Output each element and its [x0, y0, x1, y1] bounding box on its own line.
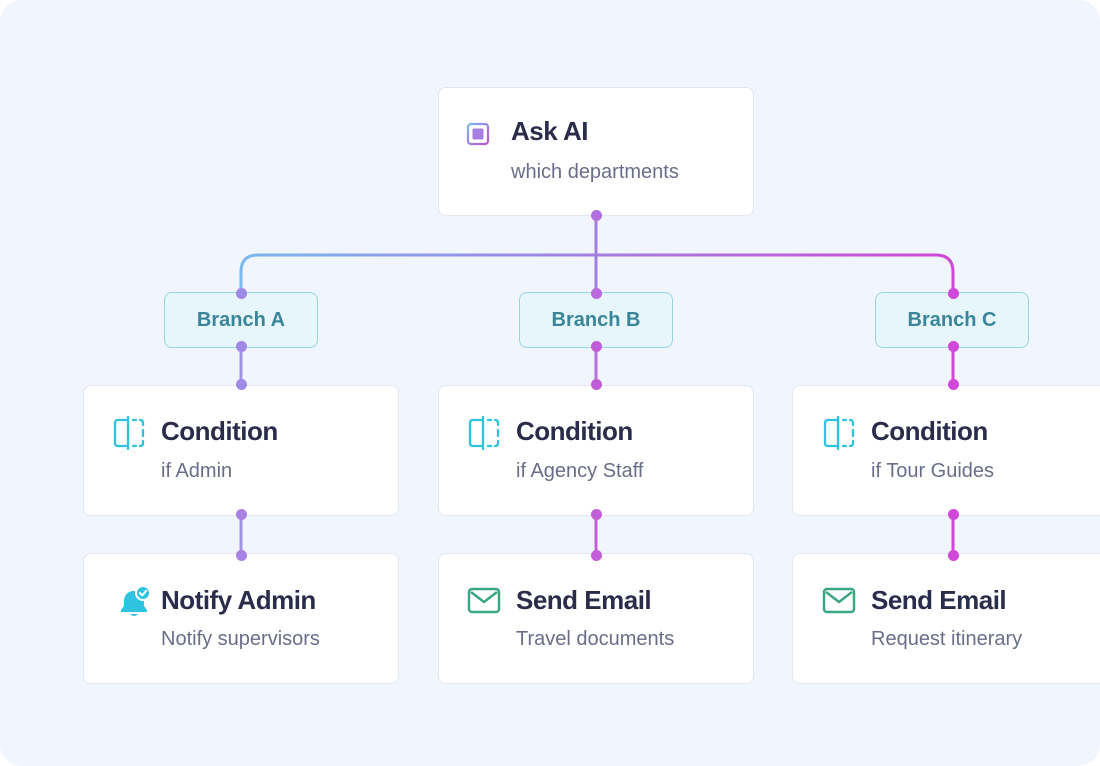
send-email-b-title: Send Email — [516, 585, 652, 615]
connector-dot — [590, 287, 602, 299]
branch-a-pill[interactable]: Branch A — [164, 292, 318, 348]
connector-dot — [947, 378, 959, 390]
send-email-b-subtitle: Travel documents — [516, 628, 675, 650]
connector-dot — [590, 340, 602, 352]
mail-icon — [467, 587, 501, 614]
condition-c-card[interactable]: Condition if Tour Guides — [792, 385, 1100, 516]
connector-dot — [235, 287, 247, 299]
condition-c-title: Condition — [871, 416, 988, 446]
condition-a-title: Condition — [161, 416, 278, 446]
connector-dot — [235, 508, 247, 520]
notify-admin-title: Notify Admin — [161, 585, 316, 615]
connector-dot — [590, 549, 602, 561]
condition-b-subtitle: if Agency Staff — [516, 460, 644, 482]
connector-dot — [947, 508, 959, 520]
split-condition-icon — [823, 416, 855, 450]
bell-check-icon — [121, 585, 151, 616]
condition-a-card[interactable]: Condition if Admin — [83, 385, 399, 516]
condition-c-subtitle: if Tour Guides — [871, 460, 995, 482]
notify-admin-subtitle: Notify supervisors — [161, 628, 320, 650]
send-email-b-card[interactable]: Send Email Travel documents — [438, 553, 754, 684]
send-email-c-title: Send Email — [871, 585, 1007, 615]
split-condition-icon — [113, 416, 145, 450]
ask-ai-card[interactable]: Ask AI which departments — [438, 87, 754, 216]
connector-dot — [235, 378, 247, 390]
condition-b-title: Condition — [516, 416, 633, 446]
connector-dot — [947, 287, 959, 299]
branch-b-label: Branch B — [551, 308, 641, 331]
connector-dot — [235, 549, 247, 561]
branch-b-pill[interactable]: Branch B — [519, 292, 673, 348]
connector-dot — [235, 340, 247, 352]
branch-a-label: Branch A — [196, 308, 286, 331]
ask-ai-title: Ask AI — [511, 116, 588, 146]
split-condition-icon — [468, 416, 500, 450]
branch-c-label: Branch C — [907, 308, 997, 331]
connector-dot — [590, 209, 602, 221]
branch-c-pill[interactable]: Branch C — [875, 292, 1029, 348]
ask-ai-subtitle: which departments — [511, 161, 679, 183]
condition-a-subtitle: if Admin — [161, 460, 233, 482]
condition-b-card[interactable]: Condition if Agency Staff — [438, 385, 754, 516]
connector-dot — [590, 378, 602, 390]
mail-icon — [822, 587, 856, 614]
cpu-chip-icon — [461, 117, 495, 151]
send-email-c-subtitle: Request itinerary — [871, 628, 1023, 650]
connector-dot — [947, 549, 959, 561]
connector-dot — [947, 340, 959, 352]
send-email-c-card[interactable]: Send Email Request itinerary — [792, 553, 1100, 684]
notify-admin-card[interactable]: Notify Admin Notify supervisors — [83, 553, 399, 684]
connector-dot — [590, 508, 602, 520]
